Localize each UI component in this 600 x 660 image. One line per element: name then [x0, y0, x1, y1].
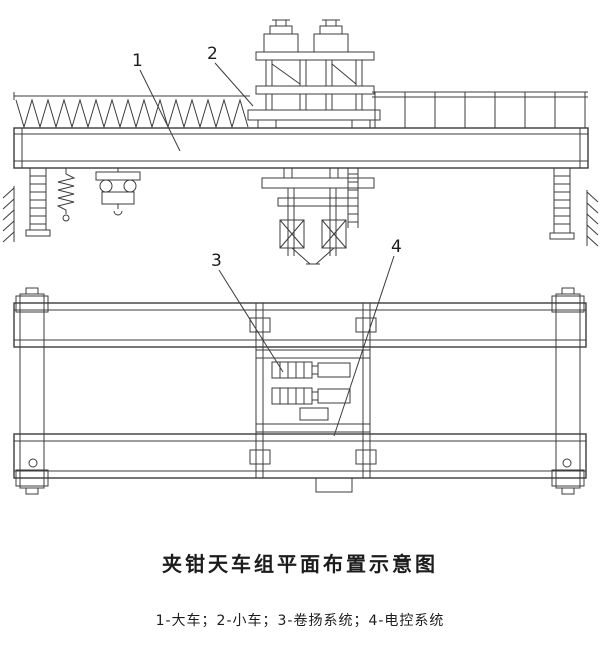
crane-diagram: 1 2 3 4	[2, 19, 599, 495]
left-ground-hatch	[2, 186, 15, 243]
clamp-hoist-assembly	[261, 168, 375, 265]
trolley-assembly	[247, 19, 381, 129]
leader-1	[139, 69, 181, 152]
winch-machinery	[271, 361, 351, 421]
festoon-cable-loops	[13, 92, 250, 129]
right-end-truck	[551, 287, 585, 495]
plan-bottom-girder	[13, 433, 587, 479]
left-end-truck	[15, 287, 49, 495]
right-ground-hatch	[586, 190, 599, 247]
callout-electric: 4	[391, 237, 402, 257]
bridge-girder	[13, 127, 589, 169]
callout-bridge: 1	[132, 51, 143, 71]
leader-3	[218, 269, 284, 373]
plan-top-girder	[13, 302, 587, 348]
electric-control-box	[315, 477, 353, 493]
callout-hoist: 3	[211, 251, 222, 271]
plan-trolley-frame	[249, 303, 377, 478]
cable-tension-spring	[56, 168, 76, 222]
figure-legend: 1-大车；2-小车；3-卷扬系统；4-电控系统	[155, 613, 445, 629]
right-support-column	[549, 168, 575, 240]
electric-hoist-trolley	[95, 168, 141, 216]
elevation-view	[2, 19, 599, 265]
callouts: 1 2 3 4	[132, 44, 402, 437]
leader-4	[333, 255, 395, 437]
figure-title: 夹钳天车组平面布置示意图	[162, 552, 438, 576]
callout-trolley: 2	[207, 44, 218, 64]
plan-view	[13, 287, 587, 495]
leader-2	[214, 62, 254, 107]
walkway-railing	[372, 91, 588, 128]
left-support-column	[25, 168, 51, 237]
